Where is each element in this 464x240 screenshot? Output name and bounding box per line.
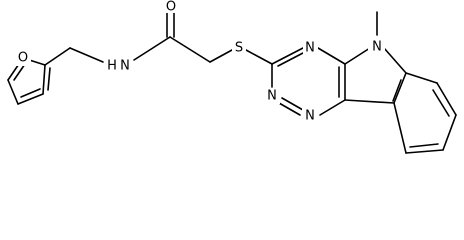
bond-c9b-n1 <box>319 99 346 116</box>
bond-c9a-c9b <box>344 99 395 104</box>
bond-n5-c5a <box>383 47 407 74</box>
bond-c9-c9a <box>393 102 407 154</box>
bond-furan-c5-o-double <box>13 63 26 81</box>
molecule-structure-diagram: O N H O S N N N N <box>7 0 457 154</box>
bond-n-co <box>133 36 171 61</box>
bond-c3-n4 <box>271 47 304 65</box>
furan-oxygen-label: O <box>18 51 28 66</box>
bond-furan-c2-c3 <box>42 64 46 95</box>
bond-c5a-c6 <box>405 72 438 84</box>
carbonyl-oxygen-label: O <box>166 0 176 15</box>
bond-furan-c2-c2dbl <box>47 67 51 91</box>
bond-c6-c7 <box>436 82 457 116</box>
bond-c3-n4-double <box>277 52 304 67</box>
bond-c5a-c9a-double <box>392 79 402 102</box>
amide-nitrogen-label: N <box>120 59 130 74</box>
bond-ch2-s <box>209 49 233 63</box>
bond-furan-c4-c5 <box>7 79 19 105</box>
bond-furan-ch2 <box>44 47 71 66</box>
triazine-nitrogen-1-label: N <box>305 109 315 124</box>
bond-c8-c9-double <box>409 143 439 148</box>
bond-c8-c9 <box>405 149 444 154</box>
bond-c5a-c9a <box>393 72 407 104</box>
triazine-nitrogen-4-label: N <box>305 41 315 56</box>
bond-n1-n2-1 <box>278 102 301 116</box>
bond-n1-n2-2 <box>281 97 304 111</box>
indole-nitrogen-label: N <box>372 40 382 55</box>
bond-c6-c7-double <box>432 89 450 117</box>
bond-c7-c8 <box>442 114 457 151</box>
bond-s-c3 <box>245 49 273 65</box>
bond-ch2-n <box>69 47 104 63</box>
bond-n4-c4a <box>317 47 346 65</box>
bond-furan-c3-c4-double <box>20 88 41 98</box>
amide-hydrogen-label: H <box>107 59 117 74</box>
bond-co-ch2 <box>169 36 211 63</box>
triazine-nitrogen-2-label: N <box>267 89 277 104</box>
bond-furan-c3-c4 <box>17 93 44 105</box>
bond-c4a-n5 <box>344 47 371 65</box>
sulfur-label: S <box>235 41 243 56</box>
atom-labels: O N H O S N N N N <box>15 0 385 125</box>
bond-lines <box>7 11 457 154</box>
